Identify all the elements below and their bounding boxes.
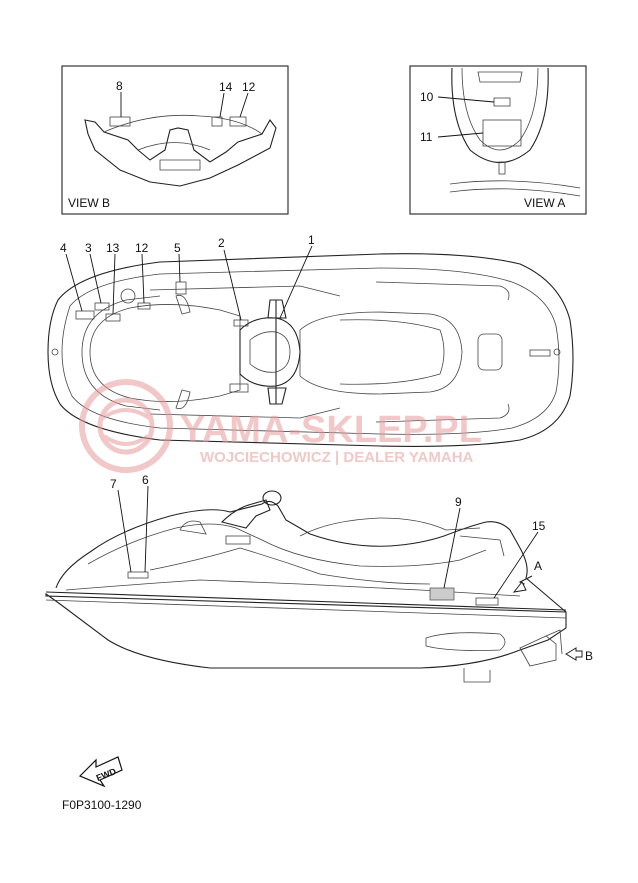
callout-4: 4 (60, 241, 67, 255)
view-a-label: VIEW A (524, 196, 565, 210)
label-decal-4 (75, 310, 95, 320)
callout-5: 5 (174, 241, 181, 255)
view-b-label: VIEW B (68, 196, 110, 210)
callout-13: 13 (106, 241, 120, 255)
fwd-arrow-icon: FWD (78, 756, 123, 788)
label-decal-14 (211, 116, 223, 127)
label-decal-9 (429, 587, 455, 601)
view-b-arrow (565, 647, 583, 661)
callout-8: 8 (116, 79, 123, 93)
arrow-label-b: B (585, 649, 593, 663)
callout-10: 10 (420, 90, 434, 104)
callout-12: 12 (135, 241, 149, 255)
part-code: F0P3100-1290 (62, 798, 142, 812)
label-decal-15 (475, 597, 499, 606)
callout-2: 2 (218, 236, 225, 250)
view-a-panel: 10 11 VIEW A (409, 65, 587, 215)
callout-15: 15 (532, 519, 546, 533)
watermark-sub: WOJCIECHOWICZ | DEALER YAMAHA (200, 449, 474, 466)
label-decal-3 (94, 302, 110, 311)
top-view-craft: 4 3 13 12 5 2 1 (47, 233, 574, 447)
callout-11: 11 (420, 130, 433, 144)
arrow-label-a: A (534, 559, 542, 573)
callout-6: 6 (142, 473, 149, 487)
label-decal-7-6 (127, 571, 149, 579)
watermark: YAMA-SKLEP.PL WOJCIECHOWICZ | DEALER YAM… (79, 379, 482, 473)
view-b-panel: 8 14 12 VIEW B (61, 65, 289, 215)
label-decal-11 (482, 119, 522, 147)
callout-1: 1 (308, 233, 315, 247)
label-decal-8 (109, 116, 131, 127)
callout-12: 12 (242, 80, 256, 94)
callout-9: 9 (455, 495, 462, 509)
callout-7: 7 (110, 477, 117, 491)
side-view-craft: 7 6 9 15 A B (45, 473, 593, 683)
label-decal-10 (493, 97, 511, 107)
label-decal-12 (229, 116, 247, 127)
label-decal-5 (175, 281, 187, 295)
callout-3: 3 (85, 241, 92, 255)
callout-14: 14 (219, 80, 233, 94)
watermark-brand: YAMA-SKLEP.PL (180, 409, 482, 451)
